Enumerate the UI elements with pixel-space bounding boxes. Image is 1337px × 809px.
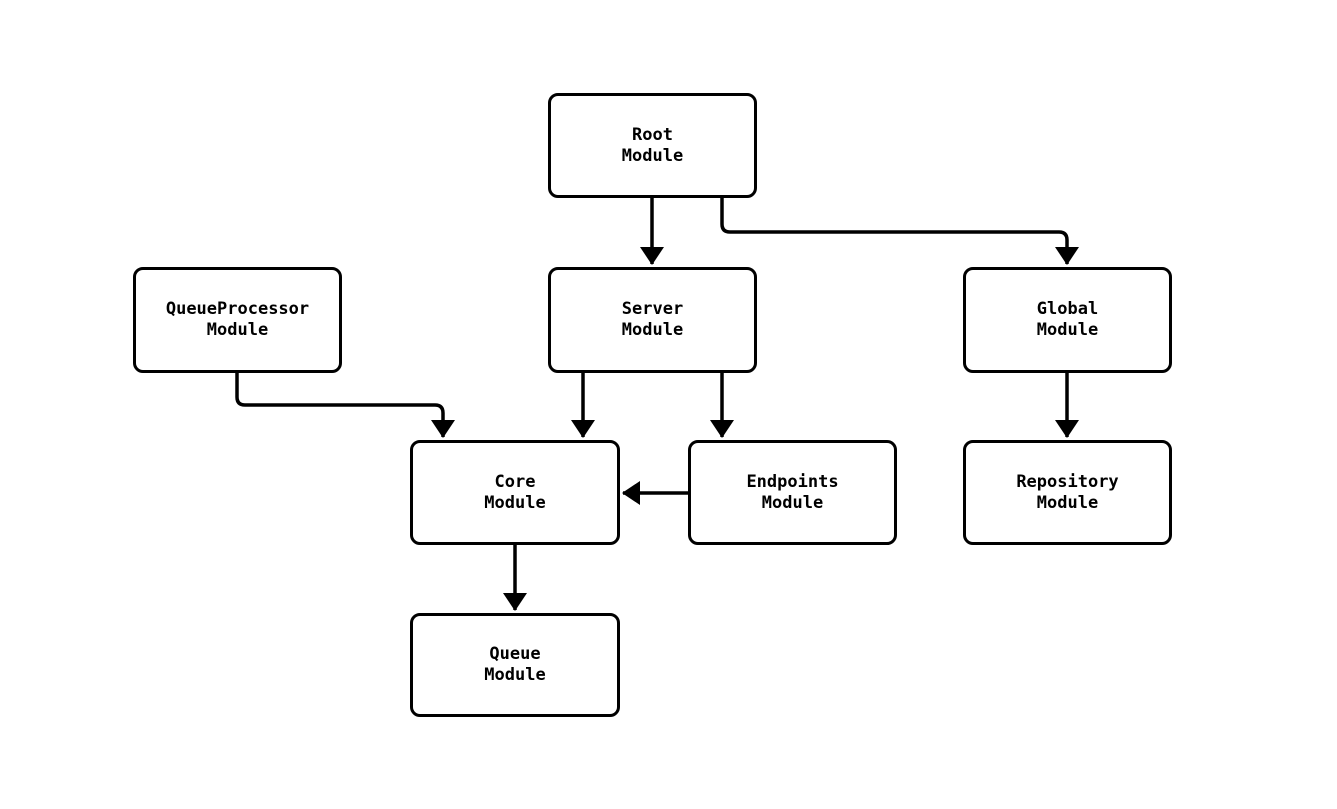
node-endpoints-module: Endpoints Module — [688, 440, 897, 545]
node-queue-module: Queue Module — [410, 613, 620, 717]
node-repository-module: Repository Module — [963, 440, 1172, 545]
node-label-global-module: Global Module — [1036, 299, 1099, 340]
node-root-module: Root Module — [548, 93, 757, 198]
node-label-core-module: Core Module — [484, 471, 546, 513]
node-core-module: Core Module — [410, 440, 620, 545]
node-server-module: Server Module — [548, 267, 757, 373]
edge-root-module-to-global-module — [720, 198, 1079, 265]
node-label-server-module: Server Module — [621, 299, 684, 340]
node-label-queueprocessor-module: QueueProcessor Module — [165, 299, 310, 340]
node-label-repository-module: Repository Module — [1016, 471, 1119, 513]
edge-queueprocessor-module-to-core-module — [235, 373, 455, 438]
node-global-module: Global Module — [963, 267, 1172, 373]
node-label-queue-module: Queue Module — [484, 644, 546, 685]
node-label-root-module: Root Module — [621, 124, 684, 166]
node-queueprocessor-module: QueueProcessor Module — [133, 267, 342, 373]
node-label-endpoints-module: Endpoints Module — [746, 471, 839, 513]
